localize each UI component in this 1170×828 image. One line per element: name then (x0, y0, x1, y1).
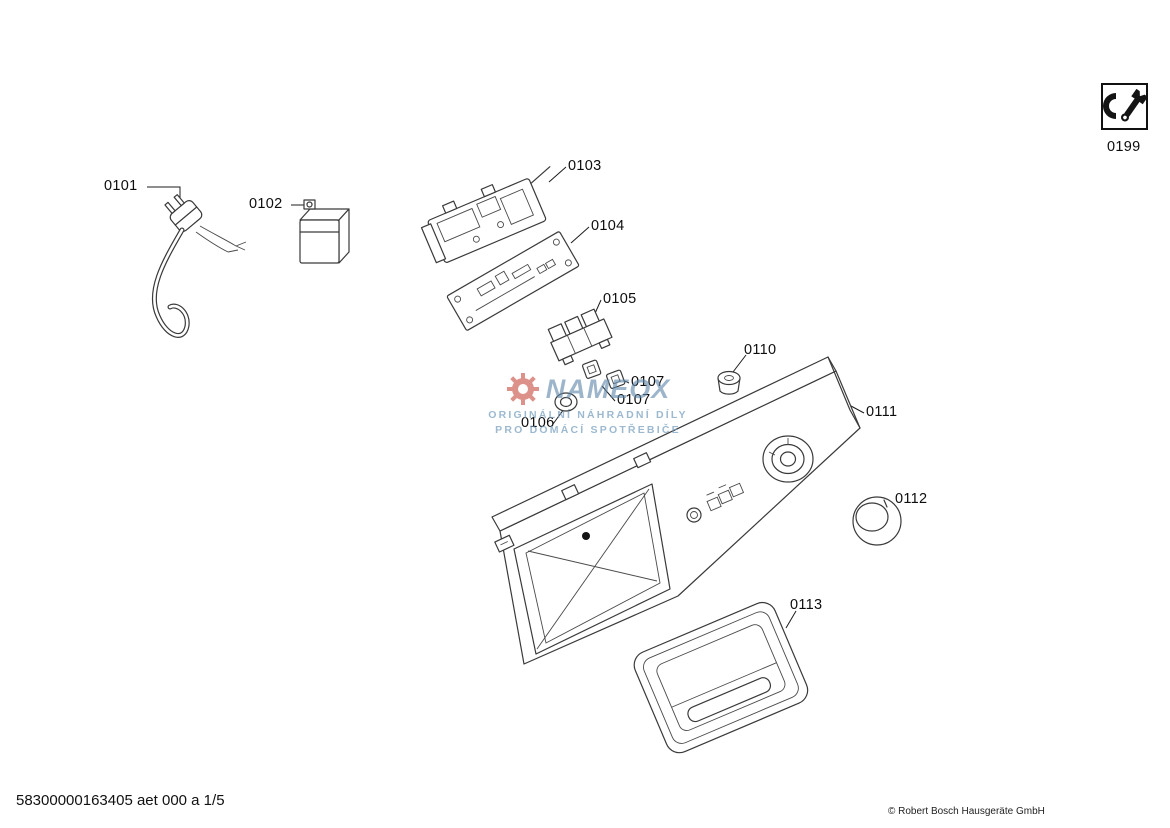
button-a-drawing (581, 359, 602, 379)
control-module-drawing (420, 166, 551, 264)
part-label-0106: 0106 (521, 415, 555, 431)
part-label-0111: 0111 (866, 404, 898, 420)
leader-line-0113 (785, 610, 797, 629)
part-label-0112: 0112 (895, 491, 928, 507)
leader-line-0104 (570, 226, 590, 244)
part-label-0104: 0104 (591, 218, 625, 234)
part-label-0199: 0199 (1107, 139, 1141, 155)
leader-line-0111 (850, 405, 865, 414)
leader-line-0101 (147, 186, 181, 198)
part-label-0110: 0110 (744, 342, 777, 358)
pcb-drawing (446, 231, 580, 331)
power-cord-drawing (151, 194, 247, 338)
part-label-0105: 0105 (603, 291, 637, 307)
button-b-drawing (605, 369, 626, 389)
terminal-block-drawing (547, 308, 613, 366)
part-label-0102: 0102 (249, 196, 283, 212)
rotary-knob-drawing (852, 496, 902, 546)
control-panel-drawing (491, 356, 861, 665)
small-knob-drawing (717, 370, 741, 395)
leader-line-0107b (601, 385, 616, 402)
leader-line-0110 (732, 354, 747, 373)
leader-line-0103 (548, 166, 567, 183)
drawer-handle-drawing (633, 601, 809, 754)
grommet-drawing (554, 392, 578, 412)
leader-line-0106 (552, 408, 565, 425)
part-label-0113: 0113 (790, 597, 823, 613)
service-wrench-icon (1101, 83, 1148, 130)
part-label-0101: 0101 (104, 178, 138, 194)
suppressor-drawing (299, 199, 350, 264)
copyright-notice: © Robert Bosch Hausgeräte GmbH (888, 806, 1045, 817)
part-label-0103: 0103 (568, 158, 602, 174)
part-label-0107a: 0107 (631, 374, 665, 390)
part-label-0107b: 0107 (617, 392, 651, 408)
document-number: 58300000163405 aet 000 a 1/5 (16, 792, 225, 809)
